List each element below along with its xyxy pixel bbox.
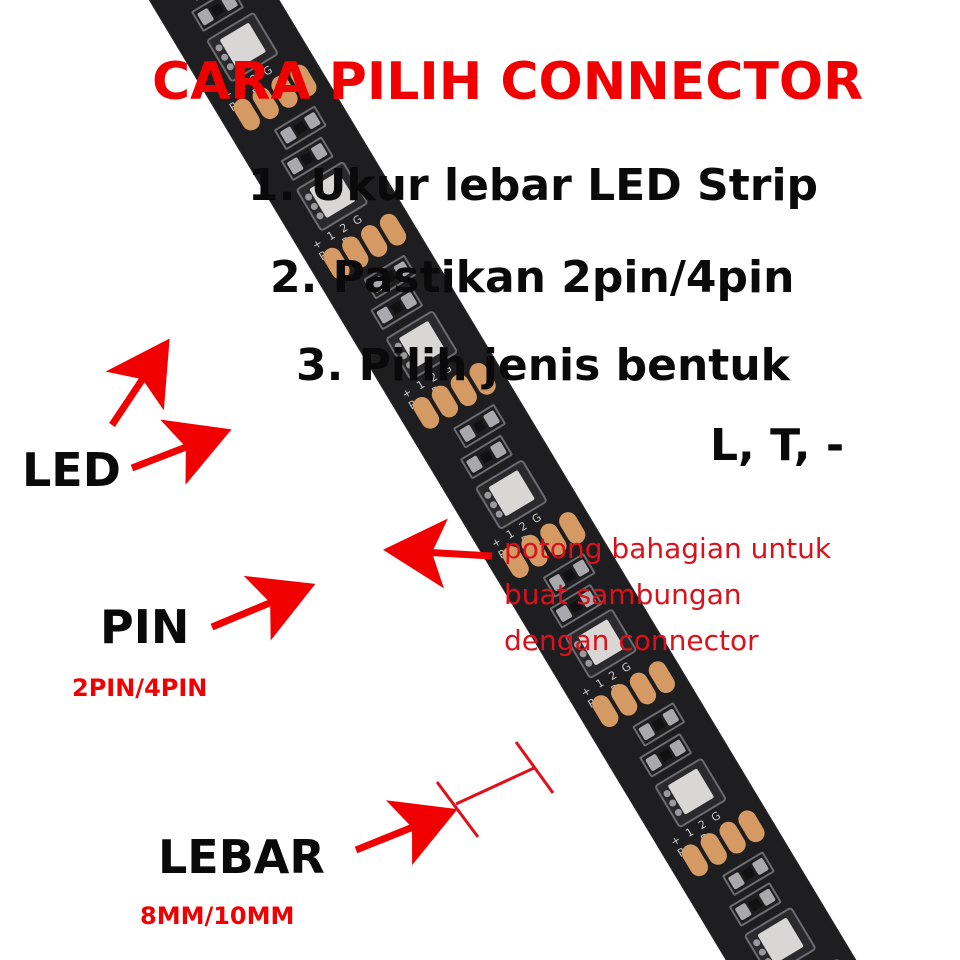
cut-note-line-3: dengan connector — [504, 624, 759, 657]
lebar-label: LEBAR — [158, 830, 325, 884]
step-1: 1. Ukur lebar LED Strip — [248, 160, 819, 211]
lebar-sub-label: 8MM/10MM — [140, 902, 295, 930]
width-measure-lines — [435, 741, 555, 838]
lebar-arrow — [354, 800, 458, 866]
step-2: 2. Pastikan 2pin/4pin — [270, 252, 795, 303]
pin-sub-label: 2PIN/4PIN — [72, 674, 208, 702]
led-arrow-lower — [130, 419, 232, 485]
cut-note-line-2: buat sambungan — [504, 578, 742, 611]
cut-note-line-1: potong bahagian untuk — [504, 532, 832, 565]
pin-label: PIN — [100, 600, 190, 654]
step-3-options: L, T, - — [710, 420, 845, 471]
step-3: 3. Pilih jenis bentuk — [296, 340, 790, 391]
page-title: CARA PILIH CONNECTOR — [152, 52, 864, 112]
led-arrow-upper — [105, 338, 170, 427]
cut-note: potong bahagian untuk buat sambungan den… — [504, 526, 831, 664]
pin-arrow-left — [210, 575, 316, 641]
pin-arrow-right — [383, 518, 493, 589]
led-label: LED — [22, 443, 121, 497]
